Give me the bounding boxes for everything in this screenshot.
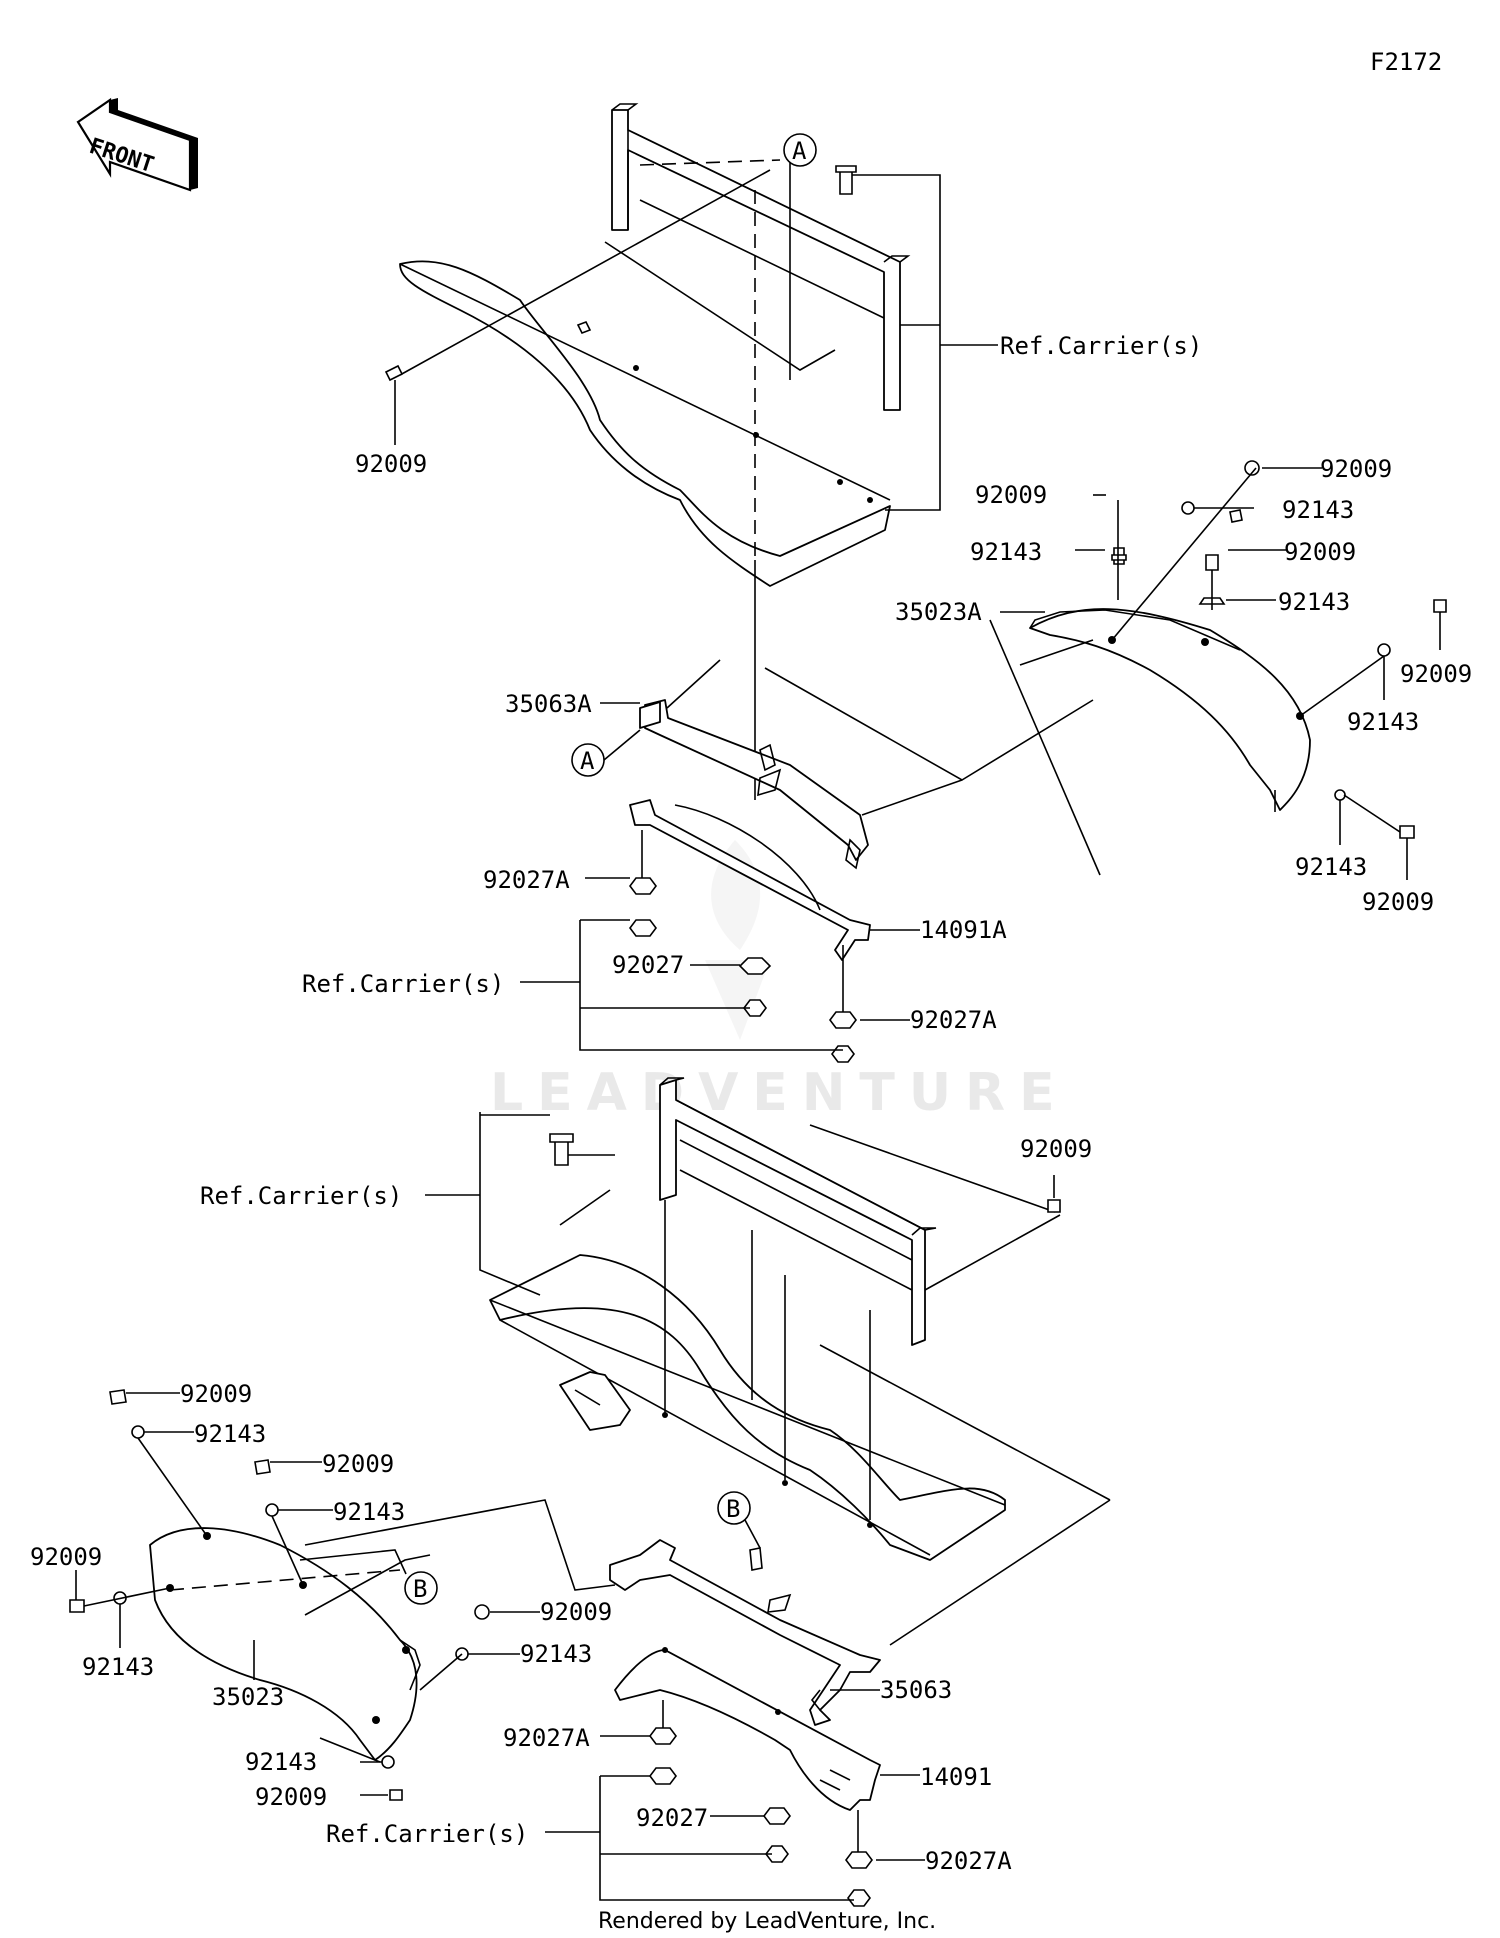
svg-text:B: B bbox=[413, 1575, 427, 1603]
label-92009-top-left: 92009 bbox=[355, 450, 427, 478]
label-92027-lower: 92027 bbox=[636, 1804, 708, 1832]
svg-text:B: B bbox=[726, 1495, 740, 1523]
label-92009-r3: 92009 bbox=[1284, 538, 1356, 566]
watermark: LEADVENTURE bbox=[490, 1063, 1069, 1123]
label-ref-carrier-bottom: Ref.Carrier(s) bbox=[326, 1820, 528, 1848]
label-14091A: 14091A bbox=[920, 916, 1007, 944]
left-hardware bbox=[69, 1389, 490, 1801]
label-92027A-lower-right: 92027A bbox=[925, 1847, 1012, 1875]
label-92009-lower-right: 92009 bbox=[1020, 1135, 1092, 1163]
label-92143-r5: 92143 bbox=[1295, 853, 1367, 881]
label-92143-l1: 92143 bbox=[194, 1420, 266, 1448]
label-92143-r3: 92143 bbox=[1278, 588, 1350, 616]
label-92009-l4: 92009 bbox=[540, 1598, 612, 1626]
bolt-92009-lower-right bbox=[1047, 1199, 1061, 1213]
bracket-35063A bbox=[639, 699, 869, 870]
left-fender-35023 bbox=[149, 1527, 421, 1761]
label-92027A-top-right: 92027A bbox=[910, 1006, 997, 1034]
bolt-lower-frame bbox=[549, 1133, 574, 1166]
callout-a-lower: A bbox=[571, 743, 605, 777]
label-92027A-lower-left: 92027A bbox=[503, 1724, 590, 1752]
label-92143-l4: 92143 bbox=[520, 1640, 592, 1668]
label-92009-r2: 92009 bbox=[975, 481, 1047, 509]
label-35023: 35023 bbox=[212, 1683, 284, 1711]
label-92009-r1: 92009 bbox=[1320, 455, 1392, 483]
label-92027A-top-left: 92027A bbox=[483, 866, 570, 894]
label-92009-r4: 92009 bbox=[1400, 660, 1472, 688]
label-92143-r1: 92143 bbox=[1282, 496, 1354, 524]
diagram-id: F2172 bbox=[1370, 48, 1442, 76]
right-fender-35023A bbox=[1029, 608, 1311, 812]
nuts-top bbox=[629, 877, 857, 1063]
svg-text:A: A bbox=[792, 137, 807, 165]
label-92009-l5: 92009 bbox=[255, 1783, 327, 1811]
callout-a-top: A bbox=[783, 133, 817, 167]
top-carrier-panel bbox=[399, 103, 911, 587]
bracket-35063 bbox=[609, 1539, 881, 1726]
label-92009-l2: 92009 bbox=[322, 1450, 394, 1478]
label-92009-l1: 92009 bbox=[180, 1380, 252, 1408]
label-92143-l5: 92143 bbox=[245, 1748, 317, 1776]
label-92143-l2: 92143 bbox=[333, 1498, 405, 1526]
label-ref-carrier-mid: Ref.Carrier(s) bbox=[302, 970, 504, 998]
label-14091: 14091 bbox=[920, 1763, 992, 1791]
label-35063A: 35063A bbox=[505, 690, 592, 718]
label-92143-r2: 92143 bbox=[970, 538, 1042, 566]
stay-14091A bbox=[629, 799, 871, 961]
front-arrow-icon: FRONT bbox=[76, 97, 198, 192]
label-ref-carrier-top: Ref.Carrier(s) bbox=[1000, 332, 1202, 360]
callout-b-right: B bbox=[717, 1491, 751, 1525]
label-92143-r4: 92143 bbox=[1347, 708, 1419, 736]
label-35023A: 35023A bbox=[895, 598, 982, 626]
nuts-lower bbox=[649, 1727, 873, 1907]
svg-text:A: A bbox=[580, 747, 595, 775]
bolt-top-frame bbox=[835, 165, 857, 195]
label-92027-top: 92027 bbox=[612, 951, 684, 979]
label-35063: 35063 bbox=[880, 1676, 952, 1704]
label-92009-l3: 92009 bbox=[30, 1543, 102, 1571]
lower-carrier-panel bbox=[489, 1077, 1006, 1561]
right-hardware bbox=[1111, 460, 1447, 839]
bolt-92009-top-left bbox=[384, 364, 404, 445]
callout-b-left: B bbox=[404, 1571, 438, 1605]
label-ref-carrier-lower: Ref.Carrier(s) bbox=[200, 1182, 402, 1210]
label-92143-l3: 92143 bbox=[82, 1653, 154, 1681]
stay-14091 bbox=[614, 1647, 881, 1811]
label-92009-r5: 92009 bbox=[1362, 888, 1434, 916]
footer-credit: Rendered by LeadVenture, Inc. bbox=[598, 1909, 936, 1934]
